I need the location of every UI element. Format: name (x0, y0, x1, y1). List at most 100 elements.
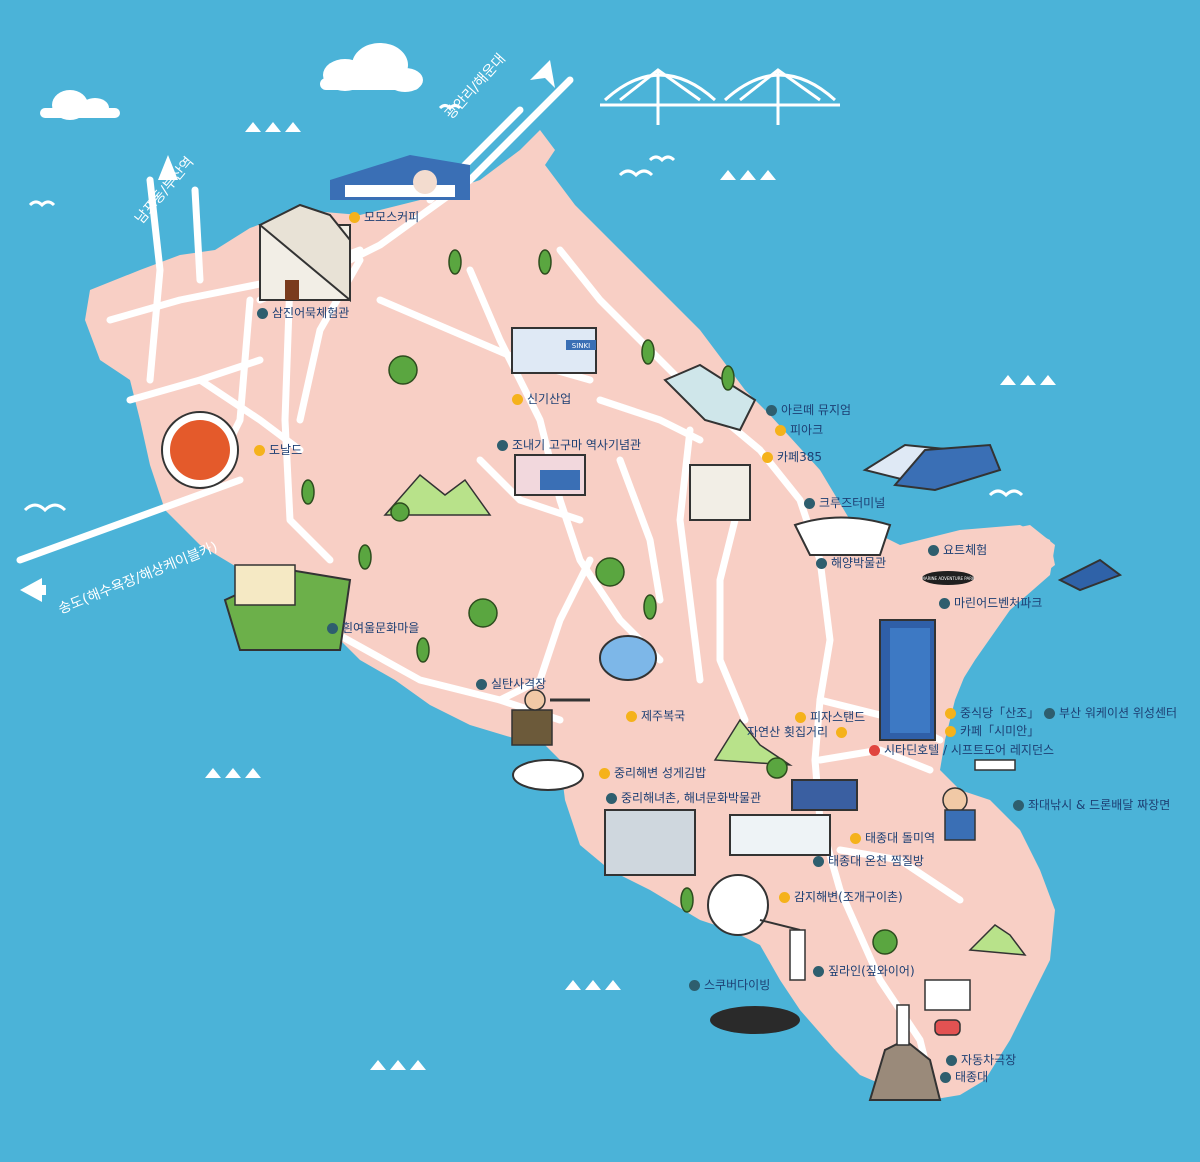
place-label: 부산 워케이션 위성센터 (1059, 706, 1178, 720)
marker-dot-teal (257, 307, 268, 319)
place-jonaegi[interactable]: 조내기 고구마 역사기념관 (497, 438, 641, 452)
place-dolmi[interactable]: 태종대 돌미역 (850, 831, 935, 845)
marker-dot-teal (928, 544, 939, 556)
place-jeju[interactable]: 제주복국 (626, 709, 685, 723)
marker-dot-teal (940, 1071, 951, 1083)
marker-dot-teal (1044, 707, 1055, 719)
place-label: 흰여울문화마을 (342, 621, 420, 635)
place-yacht[interactable]: 요트체험 (928, 543, 987, 557)
marker-dot-teal (1013, 799, 1024, 811)
place-label: 태종대 (955, 1070, 989, 1084)
place-label: 요트체험 (943, 543, 988, 557)
place-arte[interactable]: 아르떼 뮤지엄 (766, 403, 851, 417)
place-momos[interactable]: 모모스커피 (349, 210, 419, 224)
place-cruise[interactable]: 크루즈터미널 (804, 496, 885, 510)
place-haenyeo[interactable]: 중리해녀촌, 해녀문화박물관 (606, 791, 761, 805)
marker-dot-yellow (512, 393, 523, 405)
marker-dot-teal (804, 497, 815, 509)
seagulls (23, 104, 1024, 513)
place-label: 도날드 (269, 443, 303, 457)
place-oncheon[interactable]: 태종대 온천 찜질방 (813, 854, 924, 868)
place-label: 중리해변 성게김밥 (614, 766, 707, 780)
place-huinyeoul[interactable]: 흰여울문화마을 (327, 621, 419, 635)
place-wakecation[interactable]: 부산 워케이션 위성센터 (1044, 706, 1177, 720)
place-scuba[interactable]: 스쿠버다이빙 (689, 978, 770, 992)
place-simian[interactable]: 카페「시미안」 (945, 724, 1039, 738)
marker-dot-yellow (945, 725, 956, 737)
marker-dot-teal (606, 792, 617, 804)
place-label: 삼진어묵체험관 (272, 306, 350, 320)
marker-dot-teal (813, 855, 824, 867)
place-label: 크루즈터미널 (819, 496, 886, 510)
place-piak[interactable]: 피아크 (775, 423, 823, 437)
place-label: 제주복국 (641, 709, 686, 723)
place-theater[interactable]: 자동차극장 (946, 1053, 1016, 1067)
marker-dot-yellow (775, 424, 786, 436)
place-label: 해양박물관 (831, 556, 887, 570)
place-marine[interactable]: 마린어드벤처파크 (939, 596, 1042, 610)
marker-dot-teal (816, 557, 827, 569)
place-singi[interactable]: 신기산업 (512, 392, 571, 406)
place-gamji[interactable]: 감지해변(조개구이촌) (779, 890, 903, 904)
place-donald[interactable]: 도날드 (254, 443, 302, 457)
place-maritime[interactable]: 해양박물관 (816, 556, 886, 570)
place-hoe[interactable]: 자연산 횟집거리 (747, 725, 848, 739)
marker-dot-teal (946, 1054, 957, 1066)
place-pizza[interactable]: 피자스탠드 (795, 710, 865, 724)
marker-dot-teal (476, 678, 487, 690)
place-shooting[interactable]: 실탄사격장 (476, 677, 546, 691)
direction-arrows (20, 60, 555, 602)
place-hotel[interactable]: 시타딘호텔 / 시프트도어 레지던스 (869, 743, 1054, 757)
marker-dot-teal (327, 622, 338, 634)
place-label: 모모스커피 (364, 210, 420, 224)
place-label: 자연산 횟집거리 (747, 725, 829, 739)
marker-dot-yellow (836, 726, 848, 738)
east-peninsula (900, 525, 1055, 700)
marker-dot-yellow (762, 451, 773, 463)
place-label: 짚라인(짚와이어) (828, 964, 915, 978)
place-label: 피자스탠드 (810, 710, 866, 724)
place-label: 중식당「산조」 (960, 706, 1040, 720)
place-label: 마린어드벤처파크 (954, 596, 1043, 610)
marker-dot-yellow (779, 891, 790, 903)
place-taejongdae[interactable]: 태종대 (940, 1070, 988, 1084)
place-label: 자동차극장 (961, 1053, 1017, 1067)
place-label: 태종대 온천 찜질방 (828, 854, 924, 868)
marker-dot-yellow (795, 711, 806, 723)
place-label: 태종대 돌미역 (865, 831, 936, 845)
place-gimbap[interactable]: 중리해변 성게김밥 (599, 766, 706, 780)
place-label: 피아크 (790, 423, 824, 437)
place-zipline[interactable]: 짚라인(짚와이어) (813, 964, 915, 978)
clouds (40, 43, 423, 120)
singi-sign: SINKI (572, 342, 590, 350)
place-label: 카페385 (777, 450, 822, 464)
place-drone[interactable]: 좌대낚시 & 드론배달 짜장면 (1013, 798, 1170, 812)
marker-dot-teal (766, 404, 777, 416)
marker-dot-yellow (349, 211, 360, 223)
illustrations: SINKI MARINE ADVENTURE PARK (161, 155, 1123, 1101)
place-label: 카페「시미안」 (960, 724, 1040, 738)
marker-dot-yellow (945, 707, 956, 719)
marker-dot-teal (813, 965, 824, 977)
bridge (600, 68, 840, 125)
island-landmass (85, 130, 1055, 1100)
place-sanjo[interactable]: 중식당「산조」 (945, 706, 1039, 720)
marker-dot-teal (689, 979, 700, 991)
marker-dot-yellow (850, 832, 861, 844)
place-label: 중리해녀촌, 해녀문화박물관 (621, 791, 762, 805)
place-samjin[interactable]: 삼진어묵체험관 (257, 306, 349, 320)
wave-marks (205, 122, 1056, 1070)
marker-dot-teal (939, 597, 950, 609)
marker-dot-red (869, 744, 880, 756)
marker-dot-yellow (599, 767, 610, 779)
place-label: 실탄사격장 (491, 677, 547, 691)
place-label: 감지해변(조개구이촌) (794, 890, 903, 904)
marker-dot-yellow (254, 444, 265, 456)
place-label: 시타딘호텔 / 시프트도어 레지던스 (884, 743, 1055, 757)
place-cafe385[interactable]: 카페385 (762, 450, 822, 464)
marine-park-sign: MARINE ADVENTURE PARK (921, 576, 975, 581)
place-label: 조내기 고구마 역사기념관 (512, 438, 642, 452)
marker-dot-yellow (626, 710, 637, 722)
